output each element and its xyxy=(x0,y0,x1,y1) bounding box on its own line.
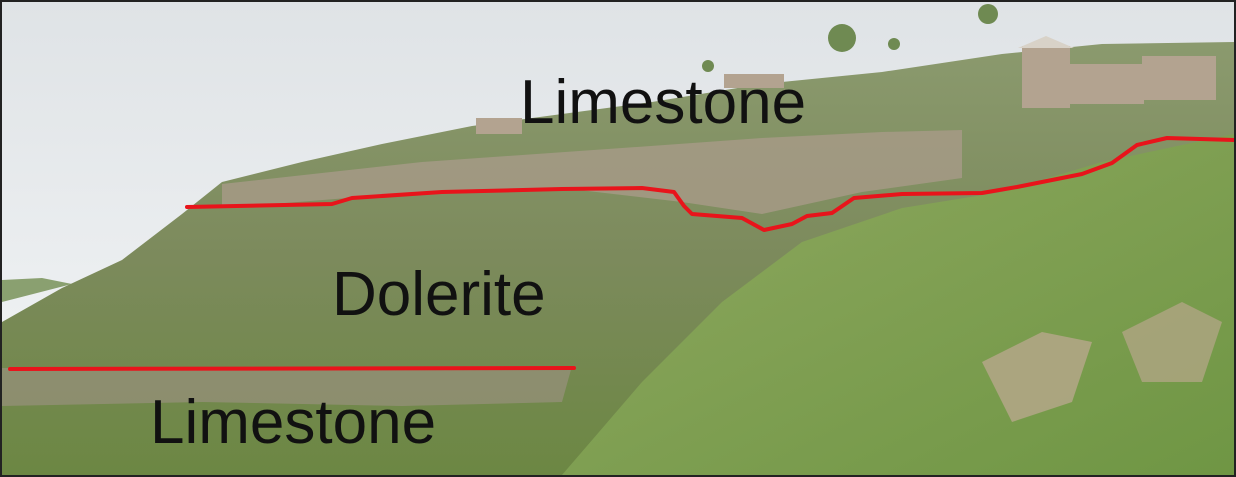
trees xyxy=(702,4,998,72)
distant-hill xyxy=(2,278,72,302)
upper-contact-line xyxy=(185,136,1234,232)
lower-contact-line xyxy=(8,366,576,371)
erosion-gully xyxy=(982,332,1092,422)
village-buildings xyxy=(476,36,1216,134)
lower-rock-band xyxy=(2,366,572,406)
label-lower-limestone: Limestone xyxy=(150,388,437,457)
erosion-gully xyxy=(1122,302,1222,382)
label-dolerite: Dolerite xyxy=(332,260,546,329)
label-upper-limestone: Limestone xyxy=(520,68,807,137)
